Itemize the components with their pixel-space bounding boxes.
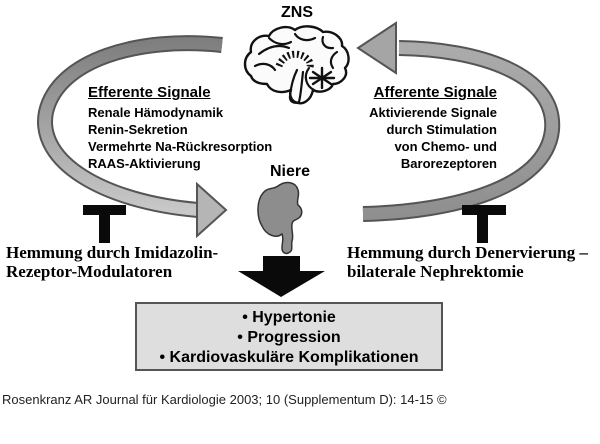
afferent-line: Aktivierende Signale [369, 105, 497, 120]
outcome-box: • Hypertonie • Progression • Kardiovasku… [135, 302, 443, 371]
efferent-item: RAAS-Aktivierung [88, 156, 201, 171]
efferent-arrow-icon [37, 35, 228, 239]
inhibition-right-text: Hemmung durch Denervierung – bilaterale … [347, 243, 588, 281]
afferent-signals-block: Afferente Signale Aktivierende Signale d… [337, 84, 497, 172]
efferent-item: Vermehrte Na-Rückresorption [88, 139, 273, 154]
inhibitor-tbar-left-icon [83, 205, 126, 243]
efferent-title: Efferente Signale [88, 84, 211, 101]
down-arrow-icon [238, 256, 325, 297]
brain-icon [243, 25, 350, 105]
inhibitor-tbar-right-icon [462, 205, 506, 243]
outcome-item: • Kardiovaskuläre Komplikationen [159, 349, 419, 366]
afferent-line: von Chemo- und [394, 139, 497, 154]
efferent-item: Renale Hämodynamik [88, 105, 224, 120]
efferent-signals-block: Efferente Signale Renale Hämodynamik Ren… [88, 84, 272, 172]
inhibition-right-line1: Hemmung durch Denervierung – [347, 243, 588, 262]
inhibition-left-text: Hemmung durch Imidazolin- Rezeptor-Modul… [6, 243, 218, 281]
outcome-item: • Hypertonie [242, 309, 336, 326]
afferent-arrow-icon [356, 21, 561, 222]
efferent-item: Renin-Sekretion [88, 122, 188, 137]
niere-label: Niere [269, 163, 311, 180]
footer-citation: Rosenkranz AR Journal für Kardiologie 20… [2, 392, 447, 407]
inhibition-right-line2: bilaterale Nephrektomie [347, 262, 524, 281]
inhibition-left-line2: Rezeptor-Modulatoren [6, 262, 173, 281]
zns-label: ZNS [281, 4, 313, 21]
outcome-item: • Progression [237, 329, 341, 346]
inhibition-left-line1: Hemmung durch Imidazolin- [6, 243, 219, 262]
afferent-title: Afferente Signale [373, 84, 497, 101]
afferent-line: durch Stimulation [386, 122, 498, 137]
afferent-line: Barorezeptoren [400, 156, 497, 171]
kidney-icon [257, 181, 303, 255]
